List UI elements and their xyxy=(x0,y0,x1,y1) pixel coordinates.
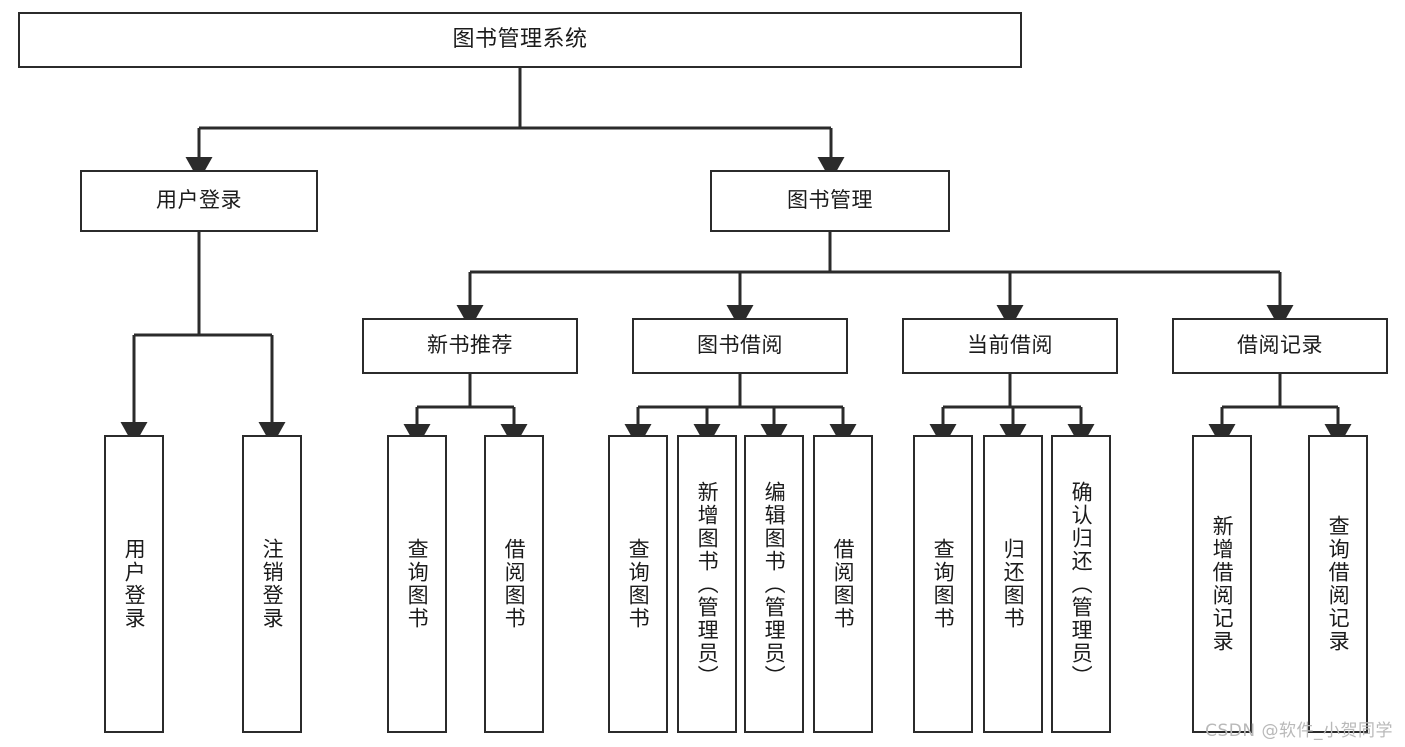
node-leaf-query-record-label: 查询借阅记录 xyxy=(1326,515,1351,653)
node-leaf-query-record[interactable]: 查询借阅记录 xyxy=(1308,435,1368,733)
node-leaf-confirm-return-label: 确认归还（管理员） xyxy=(1069,480,1094,688)
node-root-label: 图书管理系统 xyxy=(452,26,588,52)
node-leaf-borrow-book-2-label: 借阅图书 xyxy=(831,538,856,630)
node-borrow-record[interactable]: 借阅记录 xyxy=(1172,318,1388,374)
node-leaf-query-book-3[interactable]: 查询图书 xyxy=(913,435,973,733)
node-leaf-logout-label: 注销登录 xyxy=(260,538,285,630)
node-book-borrow-label: 图书借阅 xyxy=(697,333,783,358)
node-borrow-record-label: 借阅记录 xyxy=(1237,333,1323,358)
node-leaf-add-book-label: 新增图书（管理员） xyxy=(695,480,720,688)
node-leaf-borrow-book-1-label: 借阅图书 xyxy=(502,538,527,630)
node-leaf-add-book[interactable]: 新增图书（管理员） xyxy=(677,435,737,733)
node-new-book-recommend-label: 新书推荐 xyxy=(427,333,513,358)
node-root[interactable]: 图书管理系统 xyxy=(18,12,1022,68)
node-leaf-query-book-3-label: 查询图书 xyxy=(931,538,956,630)
node-leaf-query-book-1[interactable]: 查询图书 xyxy=(387,435,447,733)
node-current-borrow-label: 当前借阅 xyxy=(967,333,1053,358)
node-leaf-add-record[interactable]: 新增借阅记录 xyxy=(1192,435,1252,733)
node-user-login-label: 用户登录 xyxy=(156,188,242,213)
node-leaf-query-book-1-label: 查询图书 xyxy=(405,538,430,630)
node-leaf-return-book[interactable]: 归还图书 xyxy=(983,435,1043,733)
node-new-book-recommend[interactable]: 新书推荐 xyxy=(362,318,578,374)
node-book-management[interactable]: 图书管理 xyxy=(710,170,950,232)
node-leaf-query-book-2[interactable]: 查询图书 xyxy=(608,435,668,733)
node-leaf-add-record-label: 新增借阅记录 xyxy=(1210,515,1235,653)
node-leaf-edit-book-label: 编辑图书（管理员） xyxy=(762,480,787,688)
node-leaf-user-login[interactable]: 用户登录 xyxy=(104,435,164,733)
node-leaf-edit-book[interactable]: 编辑图书（管理员） xyxy=(744,435,804,733)
node-current-borrow[interactable]: 当前借阅 xyxy=(902,318,1118,374)
node-book-management-label: 图书管理 xyxy=(787,188,873,213)
node-user-login[interactable]: 用户登录 xyxy=(80,170,318,232)
node-leaf-logout[interactable]: 注销登录 xyxy=(242,435,302,733)
node-leaf-confirm-return[interactable]: 确认归还（管理员） xyxy=(1051,435,1111,733)
node-leaf-borrow-book-1[interactable]: 借阅图书 xyxy=(484,435,544,733)
node-leaf-user-login-label: 用户登录 xyxy=(122,538,147,630)
node-leaf-borrow-book-2[interactable]: 借阅图书 xyxy=(813,435,873,733)
node-book-borrow[interactable]: 图书借阅 xyxy=(632,318,848,374)
watermark: CSDN @软件_小贺同学 xyxy=(1205,721,1393,741)
node-leaf-return-book-label: 归还图书 xyxy=(1001,538,1026,630)
node-leaf-query-book-2-label: 查询图书 xyxy=(626,538,651,630)
